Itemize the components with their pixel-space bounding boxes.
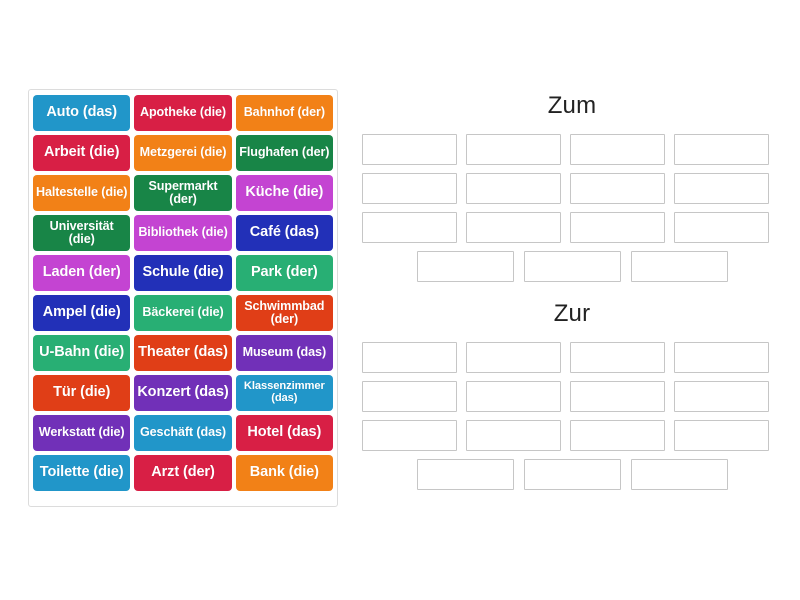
drop-slot-zum[interactable]	[570, 212, 665, 243]
tile-row: Universität (die)Bibliothek (die)Café (d…	[33, 215, 333, 251]
word-tile[interactable]: Konzert (das)	[134, 375, 232, 411]
word-tile[interactable]: Auto (das)	[33, 95, 131, 131]
drop-slot-zum[interactable]	[362, 212, 457, 243]
word-tile[interactable]: Haltestelle (die)	[33, 175, 131, 211]
tile-row: U-Bahn (die)Theater (das)Museum (das)	[33, 335, 333, 371]
tile-row: Toilette (die)Arzt (der)Bank (die)	[33, 455, 333, 491]
word-tile[interactable]: Apotheke (die)	[134, 95, 232, 131]
drop-slot-zur[interactable]	[674, 420, 769, 451]
slot-row	[362, 212, 782, 243]
slot-row	[362, 420, 782, 451]
drop-slot-zur[interactable]	[570, 420, 665, 451]
tile-row: Haltestelle (die)Supermarkt (der)Küche (…	[33, 175, 333, 211]
tile-row: Werkstatt (die)Geschäft (das)Hotel (das)	[33, 415, 333, 451]
drop-slot-zum[interactable]	[416, 251, 514, 282]
tile-row: Arbeit (die)Metzgerei (die)Flughafen (de…	[33, 135, 333, 171]
drop-zone-zur: Zur	[362, 300, 782, 498]
drop-slot-zum[interactable]	[674, 134, 769, 165]
word-tile[interactable]: Ampel (die)	[33, 295, 131, 331]
word-tile[interactable]: Arzt (der)	[134, 455, 232, 491]
drop-slot-zur[interactable]	[466, 342, 561, 373]
zone-title-zum: Zum	[547, 92, 597, 119]
slot-row	[362, 381, 782, 412]
slot-row	[362, 459, 782, 490]
word-tile[interactable]: Metzgerei (die)	[134, 135, 232, 171]
drop-slot-zum[interactable]	[523, 251, 621, 282]
slot-row	[362, 342, 782, 373]
drop-slot-zum[interactable]	[466, 134, 561, 165]
tile-row: Ampel (die)Bäckerei (die)Schwimmbad (der…	[33, 295, 333, 331]
word-tile[interactable]: Hotel (das)	[235, 415, 333, 451]
slot-container-zum	[362, 134, 782, 282]
tile-row: Laden (der)Schule (die)Park (der)	[33, 255, 333, 291]
drop-slot-zum[interactable]	[466, 173, 561, 204]
word-tile[interactable]: Bahnhof (der)	[235, 95, 333, 131]
word-tile[interactable]: Flughafen (der)	[235, 135, 333, 171]
word-tile[interactable]: Tür (die)	[33, 375, 131, 411]
word-tile[interactable]: Museum (das)	[235, 335, 333, 371]
drop-slot-zur[interactable]	[674, 342, 769, 373]
word-tile[interactable]: Geschäft (das)	[134, 415, 232, 451]
drop-slot-zum[interactable]	[674, 173, 769, 204]
word-tile[interactable]: Laden (der)	[33, 255, 131, 291]
word-tile[interactable]: Schwimmbad (der)	[235, 295, 333, 331]
word-tile[interactable]: Klassenzimmer (das)	[235, 375, 333, 411]
drop-slot-zur[interactable]	[362, 420, 457, 451]
word-tile[interactable]: Werkstatt (die)	[33, 415, 131, 451]
slot-row	[362, 251, 782, 282]
drop-slot-zur[interactable]	[416, 459, 514, 490]
word-tile[interactable]: Toilette (die)	[33, 455, 131, 491]
slot-container-zur	[362, 342, 782, 490]
tile-row: Auto (das)Apotheke (die)Bahnhof (der)	[33, 95, 333, 131]
drop-slot-zum[interactable]	[674, 212, 769, 243]
drop-slot-zur[interactable]	[570, 342, 665, 373]
word-tile[interactable]: Arbeit (die)	[33, 135, 131, 171]
word-tile[interactable]: Bibliothek (die)	[134, 215, 232, 251]
drop-slot-zum[interactable]	[570, 173, 665, 204]
drop-slot-zum[interactable]	[362, 173, 457, 204]
slot-row	[362, 173, 782, 204]
word-tile[interactable]: Café (das)	[235, 215, 333, 251]
drop-slot-zur[interactable]	[523, 459, 621, 490]
drop-slot-zur[interactable]	[570, 381, 665, 412]
drop-slot-zum[interactable]	[466, 212, 561, 243]
word-tile[interactable]: Bank (die)	[235, 455, 333, 491]
word-tile[interactable]: U-Bahn (die)	[33, 335, 131, 371]
drop-zone-zum: Zum	[362, 92, 782, 290]
tile-row: Tür (die)Konzert (das)Klassenzimmer (das…	[33, 375, 333, 411]
drop-slot-zum[interactable]	[570, 134, 665, 165]
drop-slot-zur[interactable]	[362, 342, 457, 373]
word-tile[interactable]: Park (der)	[235, 255, 333, 291]
drop-slot-zur[interactable]	[362, 381, 457, 412]
drop-slot-zum[interactable]	[630, 251, 728, 282]
word-tile[interactable]: Küche (die)	[235, 175, 333, 211]
drop-slot-zur[interactable]	[466, 381, 561, 412]
drop-slot-zur[interactable]	[630, 459, 728, 490]
word-tile[interactable]: Schule (die)	[134, 255, 232, 291]
word-tile[interactable]: Universität (die)	[33, 215, 131, 251]
zone-title-zur: Zur	[553, 300, 591, 327]
word-tile[interactable]: Supermarkt (der)	[134, 175, 232, 211]
drop-slot-zur[interactable]	[674, 381, 769, 412]
word-tile[interactable]: Theater (das)	[134, 335, 232, 371]
drop-slot-zur[interactable]	[466, 420, 561, 451]
slot-row	[362, 134, 782, 165]
word-tile[interactable]: Bäckerei (die)	[134, 295, 232, 331]
word-tile-bank[interactable]: Auto (das)Apotheke (die)Bahnhof (der) Arb…	[28, 89, 338, 507]
drop-slot-zum[interactable]	[362, 134, 457, 165]
